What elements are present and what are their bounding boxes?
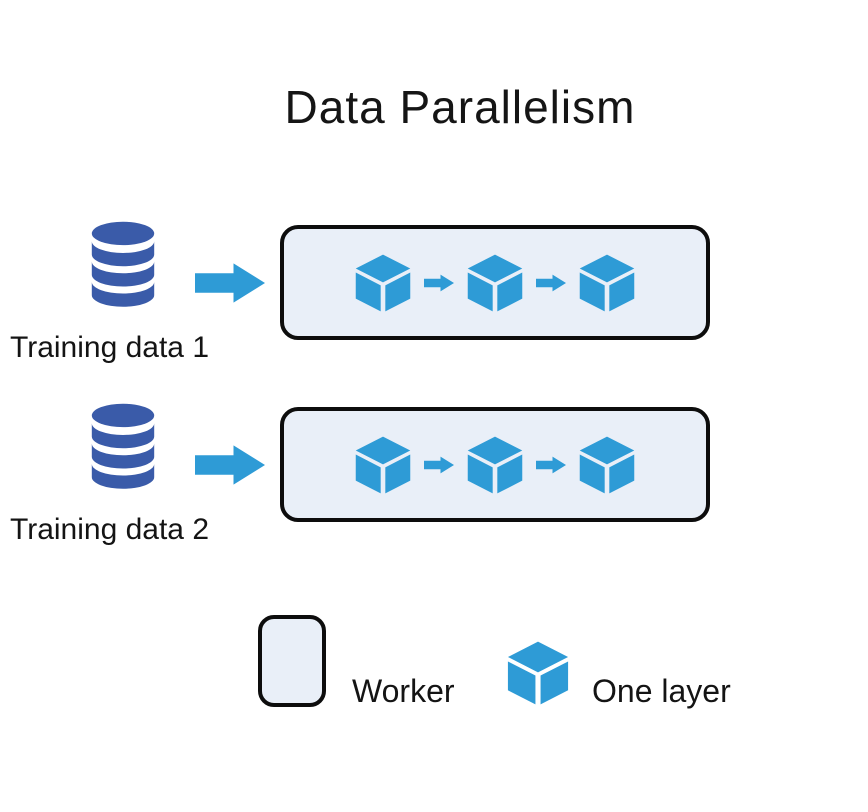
training-data-1-label: Training data 1	[10, 331, 210, 364]
arrow-right-icon	[195, 443, 265, 487]
database-icon	[84, 394, 162, 504]
flow-arrow-icon	[424, 270, 454, 296]
flow-arrow-icon	[536, 270, 566, 296]
diagram-title: Data Parallelism	[284, 81, 636, 133]
arrow-right-icon	[195, 261, 265, 305]
layer-cube-icon	[354, 436, 412, 494]
database-icon	[84, 212, 162, 322]
legend-layer-label: One layer	[592, 673, 731, 709]
legend-worker-label: Worker	[352, 673, 455, 709]
layer-cube-icon	[466, 436, 524, 494]
worker-box-1	[280, 225, 710, 340]
legend-worker-box	[258, 615, 326, 707]
layer-cube-icon	[466, 254, 524, 312]
legend-layer-cube-icon	[506, 641, 570, 705]
flow-arrow-icon	[536, 452, 566, 478]
training-data-2-label: Training data 2	[10, 513, 210, 546]
layer-cube-icon	[578, 254, 636, 312]
flow-arrow-icon	[424, 452, 454, 478]
layer-cube-icon	[354, 254, 412, 312]
worker-box-2	[280, 407, 710, 522]
layer-cube-icon	[578, 436, 636, 494]
